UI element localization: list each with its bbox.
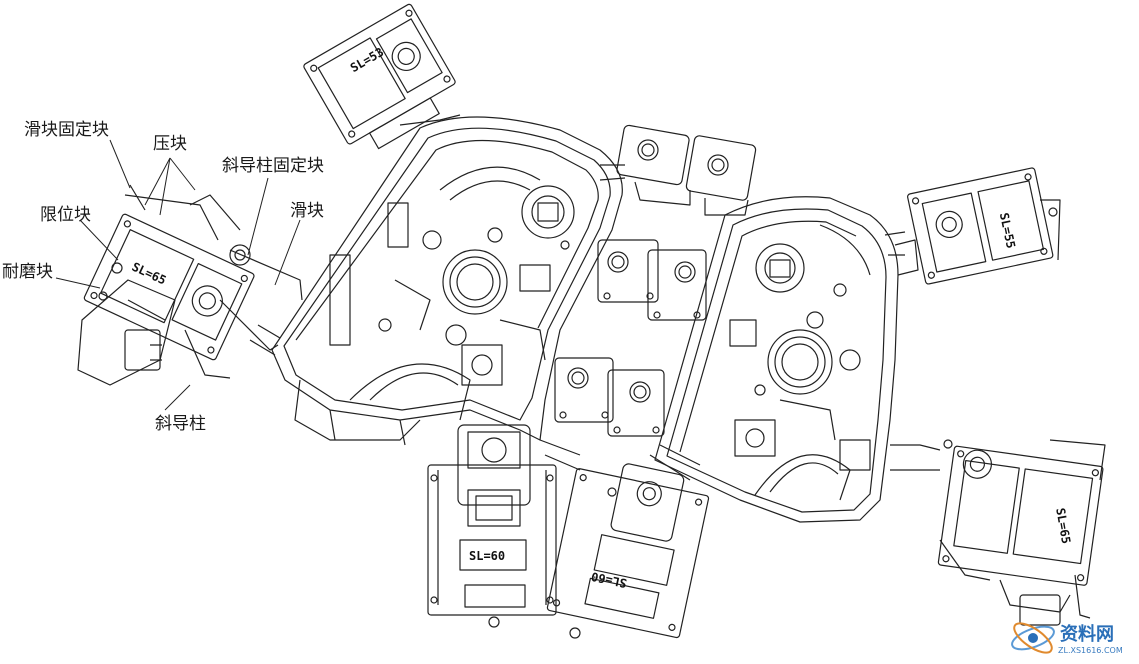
leader-lines bbox=[55, 139, 301, 411]
label-slider: 滑块 bbox=[290, 201, 324, 221]
label-limit-block: 限位块 bbox=[40, 205, 91, 225]
watermark-text: 资料网 bbox=[1060, 624, 1114, 645]
label-wear-plate: 耐磨块 bbox=[2, 262, 53, 282]
right-upper-slider bbox=[894, 167, 1061, 285]
top-slider: SL=53 bbox=[303, 3, 461, 150]
center-inserts bbox=[554, 124, 757, 437]
stamp-top: SL=53 bbox=[348, 45, 386, 75]
label-angle-pin-fixing-block: 斜导柱固定块 bbox=[222, 156, 324, 176]
bottom-mid-slider bbox=[427, 424, 557, 628]
watermark-logo-icon bbox=[1011, 622, 1055, 654]
stamp-bottom-tilted: SL=60 bbox=[590, 569, 628, 590]
stamp-right-upper: SL=55 bbox=[997, 211, 1018, 249]
label-angle-pin: 斜导柱 bbox=[155, 414, 206, 434]
right-housing bbox=[654, 196, 899, 523]
left-housing bbox=[271, 116, 623, 446]
label-slider-fixing-block: 滑块固定块 bbox=[24, 120, 109, 140]
connection-bars bbox=[249, 164, 941, 481]
stamp-bottom-mid: SL=60 bbox=[469, 549, 505, 563]
left-slider bbox=[77, 184, 303, 386]
right-lower-slider bbox=[937, 439, 1106, 626]
watermark-url: ZL.XS1616.COM bbox=[1058, 646, 1123, 655]
stamp-right-lower: SL=65 bbox=[1053, 507, 1073, 545]
bottom-tilted-slider bbox=[546, 463, 710, 639]
label-press-block: 压块 bbox=[153, 134, 187, 154]
